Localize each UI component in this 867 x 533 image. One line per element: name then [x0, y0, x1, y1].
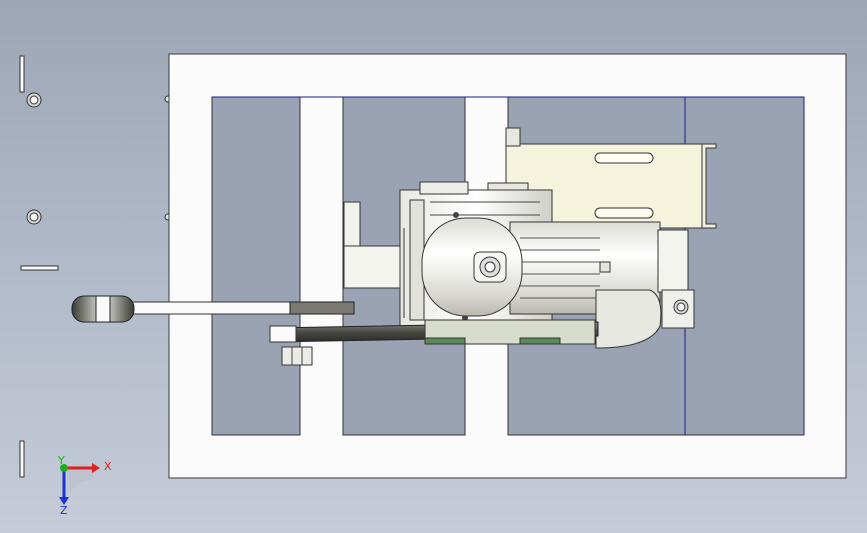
motor-fins [509, 221, 661, 315]
tension-arm [289, 301, 355, 315]
electric-motor[interactable] [421, 217, 695, 349]
hex-nut [281, 346, 313, 366]
belt-drive[interactable] [71, 295, 599, 366]
side-plate-middle [20, 265, 59, 271]
side-plate-bottom [19, 440, 25, 478]
x-axis-label: X [104, 460, 112, 473]
y-axis-label: Y [57, 454, 65, 467]
fan-cover [595, 289, 662, 349]
z-axis-label: Z [60, 504, 68, 517]
side-plate-top [19, 55, 25, 93]
y-axis-dot [60, 464, 68, 472]
left-side-parts [19, 55, 172, 478]
frame-panel-1 [211, 96, 301, 436]
bracket-slot-top [594, 152, 654, 164]
bracket-slot-bottom [594, 207, 654, 219]
terminal-box [421, 217, 523, 317]
coordinate-triad: X Y Z [57, 454, 112, 517]
mount-block [661, 289, 695, 329]
